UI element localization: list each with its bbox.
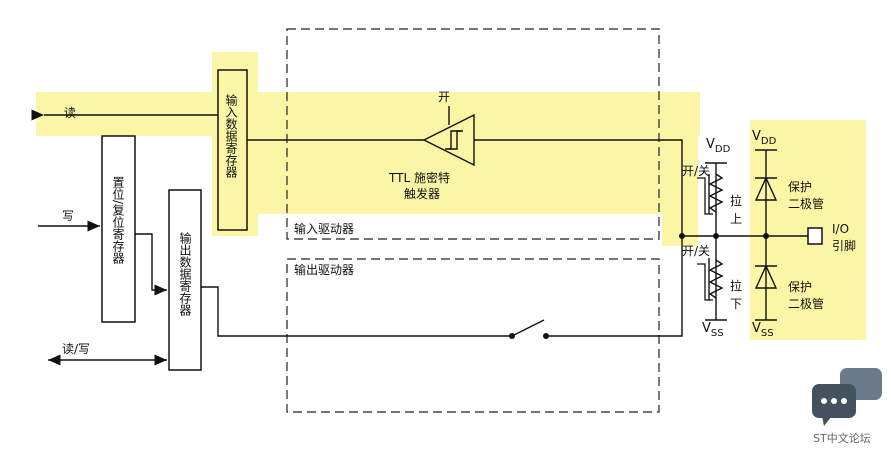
io-label-2: 引脚 <box>832 239 857 253</box>
io-label-1: I/O <box>832 222 850 236</box>
pull-down-label-2: 下 <box>730 297 743 311</box>
input-data-register-box <box>217 69 248 231</box>
set-reset-register-box <box>101 135 136 323</box>
on-off-top-label: 开/关 <box>682 164 711 178</box>
chat-bubble-icon <box>812 368 882 426</box>
output-driver-label: 输出驱动器 <box>294 263 355 277</box>
vdd-label-diode: VDD <box>752 129 777 148</box>
read-write-label: 读/写 <box>62 342 91 356</box>
input-driver-box <box>286 28 660 240</box>
on-off-bottom-label: 开/关 <box>682 244 711 258</box>
read-label: 读 <box>64 106 77 120</box>
protect-diode-bottom-label-1: 保护 <box>788 280 813 294</box>
pull-up-label-2: 上 <box>730 212 743 226</box>
pull-up-resistor <box>708 173 724 213</box>
protect-diode-bottom-label-2: 二极管 <box>788 297 825 311</box>
set-reset-link <box>135 233 167 296</box>
pull-down-resistor <box>708 259 724 299</box>
output-data-register-label: 输出数据寄存器 <box>178 232 192 316</box>
protect-diode-bottom <box>754 264 778 289</box>
watermark-text: ST中文论坛 <box>813 432 871 445</box>
vss-label-diode: VSS <box>752 321 774 340</box>
set-reset-register-label: 置位/复位寄存器 <box>111 176 125 265</box>
pull-up-label-1: 拉 <box>730 194 743 208</box>
protect-diode-top-label-2: 二极管 <box>788 197 825 211</box>
trigger-on-label: 开 <box>438 90 451 104</box>
output-data-register-box <box>168 189 202 371</box>
write-label: 写 <box>62 209 75 223</box>
io-pin-pad <box>807 227 823 245</box>
ttl-label-line1: TTL 施密特 <box>389 171 450 185</box>
vss-label-pull: VSS <box>702 321 724 340</box>
pull-down-label-1: 拉 <box>730 279 743 293</box>
protect-diode-top-label-1: 保护 <box>788 180 813 194</box>
ttl-label-line2: 触发器 <box>404 187 441 201</box>
input-data-register-label: 输入数据寄存器 <box>224 94 238 178</box>
vdd-label-pull: VDD <box>706 137 731 156</box>
input-driver-label: 输入驱动器 <box>294 222 355 236</box>
protect-diode-top <box>754 176 778 201</box>
schmitt-trigger <box>422 113 475 167</box>
